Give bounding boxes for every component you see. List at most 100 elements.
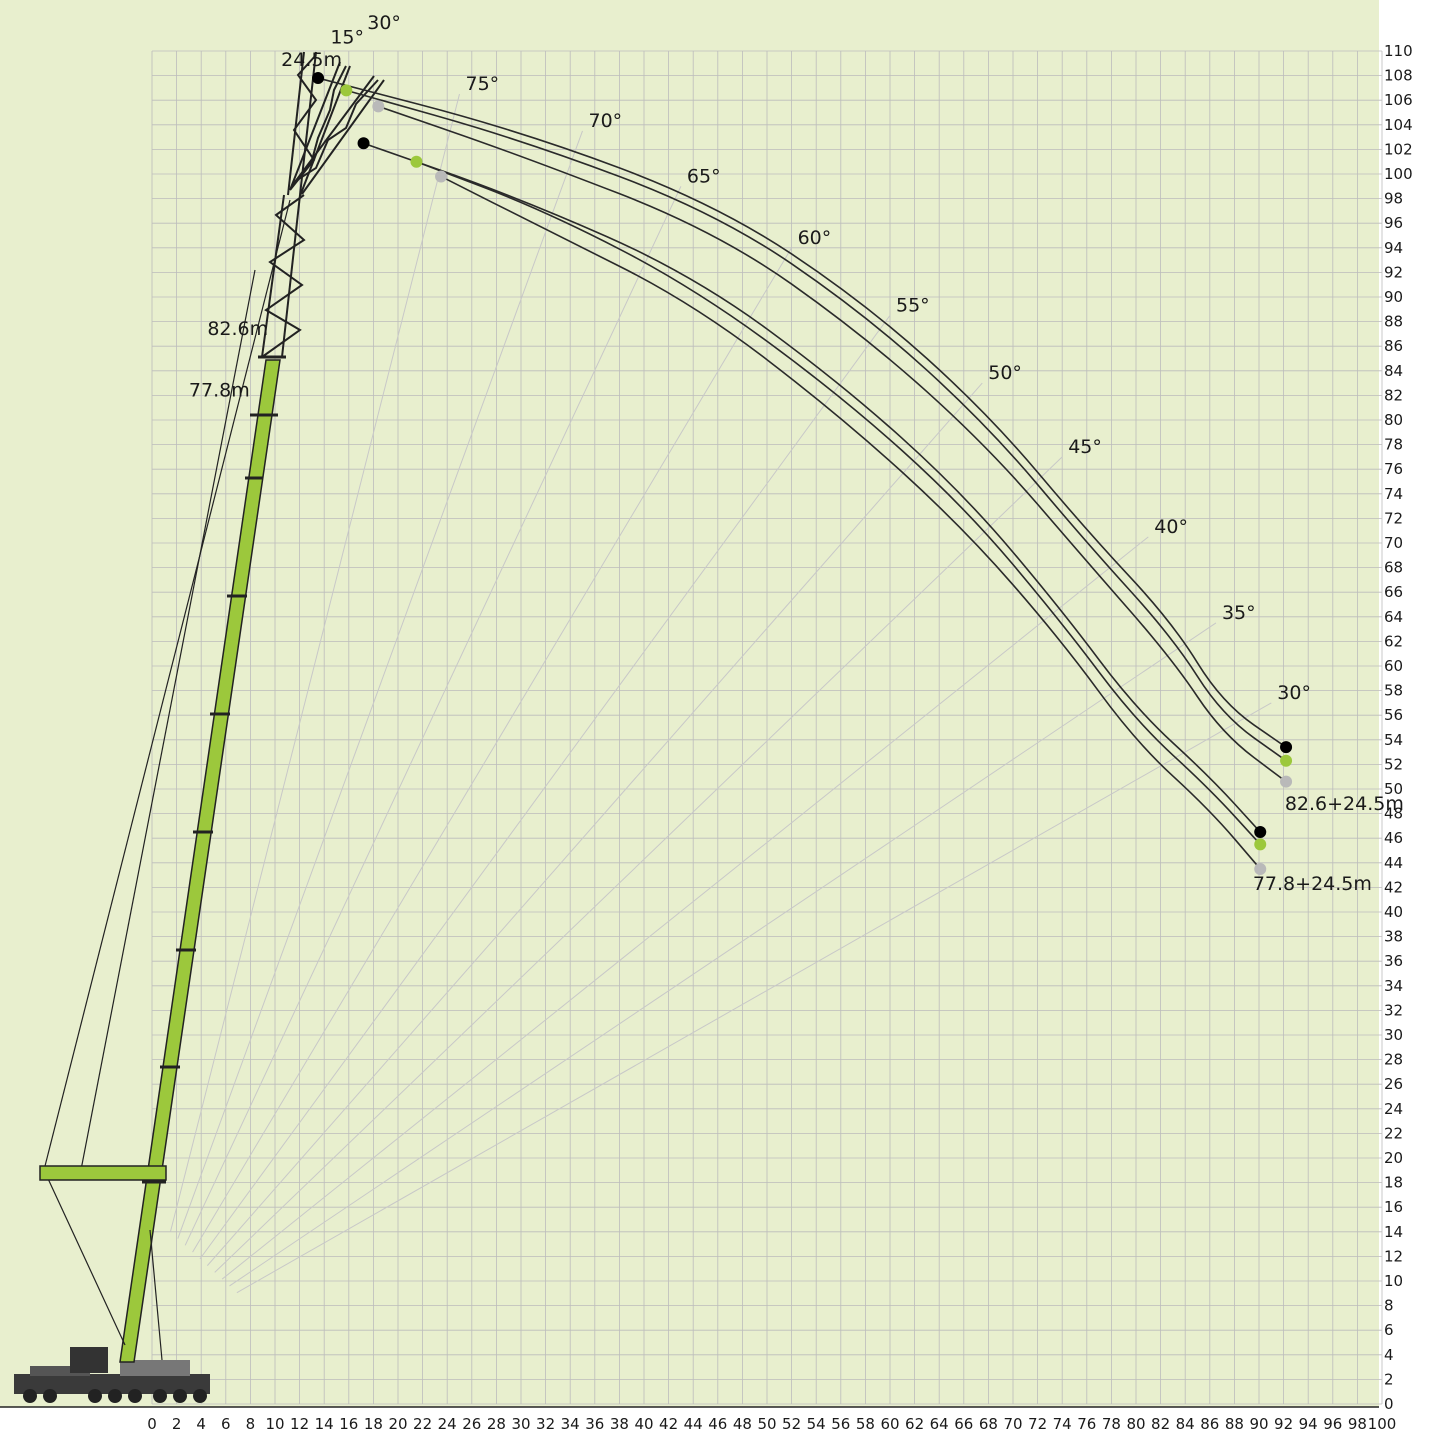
- x-tick-label: 84: [1176, 1415, 1195, 1433]
- y-axis-tick-labels: 0246810121416182022242628303234363840424…: [1384, 42, 1413, 1413]
- y-tick-label: 70: [1384, 534, 1403, 552]
- x-tick-label: 92: [1274, 1415, 1293, 1433]
- y-tick-label: 108: [1384, 67, 1413, 85]
- jib-head-point: [1280, 741, 1293, 754]
- y-tick-label: 44: [1384, 854, 1403, 872]
- x-tick-label: 94: [1299, 1415, 1318, 1433]
- y-tick-label: 22: [1384, 1124, 1403, 1142]
- y-tick-label: 6: [1384, 1321, 1394, 1339]
- y-tick-label: 12: [1384, 1247, 1403, 1265]
- x-tick-label: 52: [782, 1415, 801, 1433]
- series-line: [363, 142, 1262, 833]
- series-line: [416, 160, 1262, 845]
- angle-label: 75°: [466, 73, 500, 95]
- angle-label: 45°: [1068, 436, 1102, 458]
- jib-head-point: [435, 170, 448, 183]
- y-tick-label: 76: [1384, 460, 1403, 478]
- y-tick-label: 52: [1384, 755, 1403, 773]
- x-tick-label: 8: [246, 1415, 256, 1433]
- y-tick-label: 48: [1384, 805, 1403, 823]
- y-tick-label: 14: [1384, 1223, 1403, 1241]
- y-tick-label: 96: [1384, 214, 1403, 232]
- x-tick-label: 74: [1053, 1415, 1072, 1433]
- series-line: [378, 105, 1287, 783]
- x-tick-label: 30: [511, 1415, 530, 1433]
- jib-head-point: [312, 72, 325, 85]
- series-line: [440, 175, 1262, 870]
- angle-label: 55°: [896, 294, 930, 316]
- y-tick-label: 46: [1384, 829, 1403, 847]
- crane-drawing: [14, 51, 385, 1403]
- x-tick-label: 82: [1151, 1415, 1170, 1433]
- x-tick-label: 96: [1323, 1415, 1342, 1433]
- y-tick-label: 40: [1384, 903, 1403, 921]
- series-line: [317, 77, 1287, 748]
- y-tick-label: 26: [1384, 1075, 1403, 1093]
- x-tick-label: 4: [196, 1415, 206, 1433]
- y-tick-label: 98: [1384, 190, 1403, 208]
- angle-label: 70°: [589, 110, 623, 132]
- x-tick-label: 10: [265, 1415, 284, 1433]
- jib-head-point: [1254, 826, 1267, 839]
- angle-label: 65°: [687, 165, 721, 187]
- x-tick-label: 42: [659, 1415, 678, 1433]
- y-tick-label: 92: [1384, 263, 1403, 281]
- x-tick-label: 66: [954, 1415, 973, 1433]
- angle-label: 40°: [1154, 516, 1188, 538]
- x-tick-label: 54: [807, 1415, 826, 1433]
- angle-labels: 75°70°65°60°55°50°45°40°35°30°: [466, 73, 1311, 704]
- y-tick-label: 100: [1384, 165, 1413, 183]
- y-tick-label: 56: [1384, 706, 1403, 724]
- y-tick-label: 4: [1384, 1346, 1394, 1364]
- series-line: [346, 89, 1287, 762]
- x-tick-label: 28: [487, 1415, 506, 1433]
- angle-line: [169, 93, 460, 1232]
- y-tick-label: 58: [1384, 682, 1403, 700]
- jib-head-point: [340, 84, 353, 97]
- x-tick-label: 24: [438, 1415, 457, 1433]
- y-tick-label: 66: [1384, 583, 1403, 601]
- y-tick-label: 74: [1384, 485, 1403, 503]
- angle-line: [199, 315, 891, 1260]
- x-tick-label: 50: [757, 1415, 776, 1433]
- x-tick-label: 16: [339, 1415, 358, 1433]
- x-tick-label: 60: [880, 1415, 899, 1433]
- jib-head-point: [1254, 838, 1267, 851]
- jib-head-point: [357, 137, 370, 150]
- y-tick-label: 104: [1384, 116, 1413, 134]
- jib-head-point: [410, 155, 423, 168]
- angle-line: [192, 247, 793, 1253]
- jib-head-point: [1254, 862, 1267, 875]
- angle-line: [206, 382, 983, 1266]
- jib-head-point: [372, 100, 385, 113]
- x-tick-label: 64: [930, 1415, 949, 1433]
- x-tick-label: 78: [1102, 1415, 1121, 1433]
- y-tick-label: 54: [1384, 731, 1403, 749]
- x-tick-label: 22: [413, 1415, 432, 1433]
- angle-label: 50°: [988, 362, 1022, 384]
- x-tick-label: 46: [708, 1415, 727, 1433]
- x-tick-label: 72: [1028, 1415, 1047, 1433]
- angle-label: 60°: [798, 227, 832, 249]
- y-tick-label: 82: [1384, 386, 1403, 404]
- x-tick-label: 88: [1225, 1415, 1244, 1433]
- x-tick-label: 62: [905, 1415, 924, 1433]
- x-tick-label: 32: [536, 1415, 555, 1433]
- y-tick-label: 62: [1384, 632, 1403, 650]
- annotation-label: 24.5m: [281, 49, 342, 71]
- x-tick-label: 48: [733, 1415, 752, 1433]
- angle-label: 35°: [1222, 602, 1256, 624]
- superlift-guying: [43, 199, 291, 1361]
- y-tick-label: 18: [1384, 1174, 1403, 1192]
- x-tick-label: 6: [221, 1415, 231, 1433]
- y-tick-label: 0: [1384, 1395, 1394, 1413]
- annotation-label: 82.6m: [207, 318, 268, 340]
- y-tick-label: 36: [1384, 952, 1403, 970]
- load-radius-curves: [317, 77, 1287, 870]
- angle-line: [214, 456, 1063, 1273]
- boom-angle-lines: [169, 93, 1272, 1294]
- annotation-label: 30°: [367, 12, 401, 34]
- y-tick-label: 34: [1384, 977, 1403, 995]
- annotation-label: 77.8m: [189, 380, 250, 402]
- jib-head-markers: [312, 72, 1293, 875]
